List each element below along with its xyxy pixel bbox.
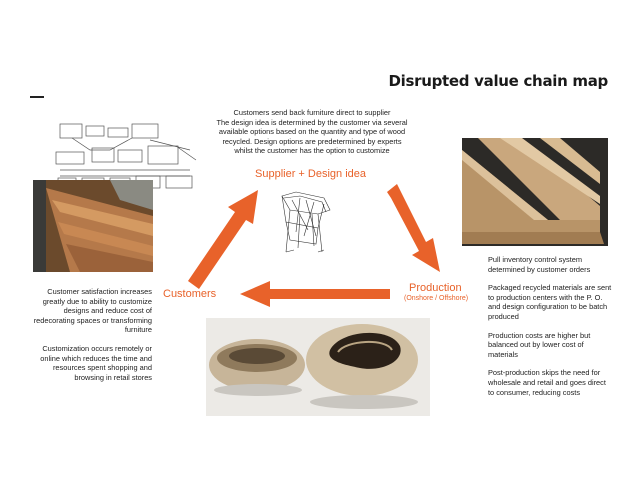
supplier-description-line: The design idea is determined by the cus… [216,117,408,127]
supplier-description-line: available options based on the quantity … [218,127,406,137]
arrow-supplier-to-production [387,184,440,272]
arrow-customers-to-supplier [188,190,258,289]
supplier-description: Customers send back furniture direct to … [196,108,428,156]
production-paragraph: Pull inventory control system determined… [488,255,591,274]
supplier-description-line: recycled. Design options are predetermin… [222,136,402,146]
slide-title: Disrupted value chain map [388,72,609,90]
node-label-production-sub: (Onshore / Offshore) [404,295,469,302]
node-label-customers: Customers [163,288,217,300]
production-paragraph: Post-production skips the need for whole… [488,368,606,397]
production-description: Pull inventory control system determined… [488,255,612,406]
node-label-supplier: Supplier + Design idea [255,168,366,180]
production-paragraph: Packaged recycled materials are sent to … [488,283,612,321]
title-rule [30,96,44,98]
customers-description: Customer satisfaction increases greatly … [30,287,152,391]
supplier-description-line: whilst the customer has the option to cu… [234,146,390,156]
supplier-description-line: Customers send back furniture direct to … [233,108,391,117]
production-paragraph: Production costs are higher but balanced… [488,330,591,359]
node-label-production: Production [409,282,462,294]
arrow-production-to-customers [240,281,390,307]
customers-paragraph: Customization occurs remotely or online … [40,343,152,382]
wood-chips-conveyor-image [33,180,153,272]
customers-paragraph: Customer satisfaction increases greatly … [33,287,152,335]
wooden-pods-image [206,318,430,416]
particle-board-image [462,138,608,246]
wire-chair-image [281,191,331,253]
